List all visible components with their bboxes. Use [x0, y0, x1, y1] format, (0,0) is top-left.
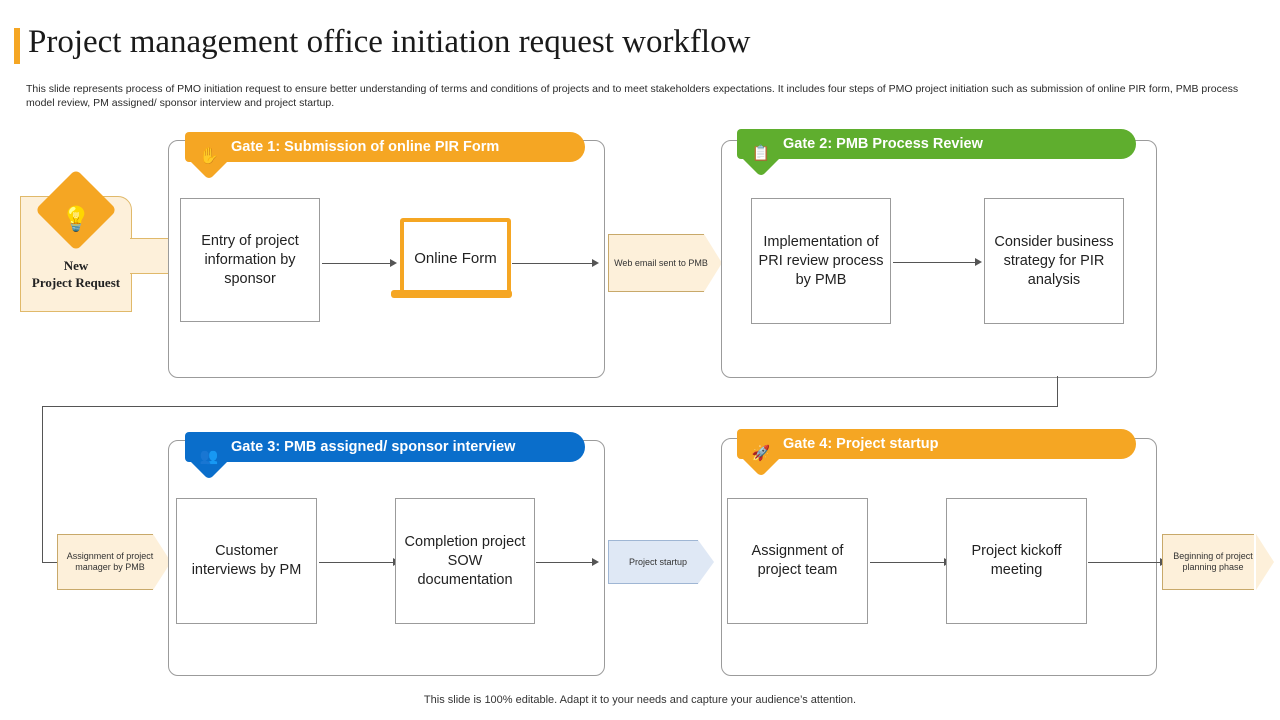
route-gate3-down	[42, 406, 43, 562]
gate2-arrow-head	[975, 258, 982, 266]
connector-web-email-tip	[704, 234, 722, 292]
gate1-step-2-label: Online Form	[414, 249, 497, 267]
rocket-icon: 🚀	[751, 445, 771, 462]
gate2-title: Gate 2: PMB Process Review	[783, 136, 983, 152]
gate4-step-1: Assignment of project team	[727, 498, 868, 624]
hand-click-icon: ✋	[199, 148, 219, 165]
start-arrow-body	[130, 238, 169, 274]
gate1-arrow-2-head	[592, 259, 599, 267]
connector-project-startup-tip	[698, 540, 714, 584]
gate4-ribbon[interactable]: Gate 4: Project startup	[737, 429, 1136, 459]
gate4-title: Gate 4: Project startup	[783, 436, 939, 452]
gate3-step-2-label: Completion project SOW documentation	[404, 533, 526, 588]
gate1-arrow-1-head	[390, 259, 397, 267]
gate4-step-2-label: Project kickoff meeting	[971, 543, 1062, 578]
gate3-ribbon[interactable]: Gate 3: PMB assigned/ sponsor interview	[185, 432, 585, 462]
gate3-step-2: Completion project SOW documentation	[395, 498, 535, 624]
route-gate3-in	[42, 562, 58, 563]
page-subtitle: This slide represents process of PMO ini…	[26, 83, 1239, 109]
route-gate2-down	[1057, 376, 1058, 406]
gate2-step-1: Implementation of PRI review process by …	[751, 198, 891, 324]
connector-web-email-label: Web email sent to PMB	[614, 257, 708, 268]
start-label: New Project Request	[21, 257, 131, 291]
gate4-step-1-label: Assignment of project team	[751, 543, 844, 578]
connector-assignment-tip	[153, 534, 171, 590]
lightbulb-icon: 💡	[61, 206, 91, 233]
gate3-arrow-2-head	[592, 558, 599, 566]
connector-web-email: Web email sent to PMB	[608, 234, 722, 292]
gate4-arrow-2-line	[1088, 562, 1160, 563]
gate2-step-2-label: Consider business strategy for PIR analy…	[994, 233, 1114, 288]
gate3-step-1-label: Customer interviews by PM	[191, 543, 302, 578]
gate2-step-2: Consider business strategy for PIR analy…	[984, 198, 1124, 324]
gate1-arrow-2-line	[512, 263, 592, 264]
start-label-line2: Project Request	[31, 275, 121, 290]
checklist-icon: 📋	[751, 145, 771, 162]
route-gate2-left	[42, 406, 1058, 407]
people-icon: 👥	[199, 448, 219, 465]
gate2-step-1-label: Implementation of PRI review process by …	[758, 233, 884, 288]
gate3-arrow-1-line	[319, 562, 393, 563]
gate3-arrow-2-line	[536, 562, 592, 563]
slide-footer: This slide is 100% editable. Adapt it to…	[423, 694, 857, 706]
gate2-arrow-line	[893, 262, 975, 263]
gate4-arrow-1-line	[870, 562, 944, 563]
gate1-title: Gate 1: Submission of online PIR Form	[231, 139, 500, 155]
connector-beginning-tip	[1256, 534, 1274, 590]
gate3-step-1: Customer interviews by PM	[176, 498, 317, 624]
gate1-arrow-1-line	[322, 263, 390, 264]
connector-project-startup-body	[608, 540, 698, 584]
gate1-laptop-screen: Online Form	[400, 218, 511, 298]
page-title: Project management office initiation req…	[28, 24, 751, 60]
connector-beginning-label: Beginning of project planning phase	[1173, 551, 1253, 572]
gate1-step-1: Entry of project information by sponsor	[180, 198, 320, 322]
connector-web-email-body	[608, 234, 704, 292]
connector-assignment-body	[57, 534, 153, 590]
title-accent-bar	[14, 28, 20, 64]
connector-assignment-label: Assignment of project manager by PMB	[66, 551, 154, 572]
gate1-step-1-label: Entry of project information by sponsor	[201, 232, 299, 287]
gate2-ribbon[interactable]: Gate 2: PMB Process Review	[737, 129, 1136, 159]
connector-assignment: Assignment of project manager by PMB	[57, 534, 171, 590]
connector-project-startup: Project startup	[608, 540, 714, 584]
gate4-step-2: Project kickoff meeting	[946, 498, 1087, 624]
start-node: 💡 New Project Request	[20, 168, 132, 312]
gate3-title: Gate 3: PMB assigned/ sponsor interview	[231, 439, 516, 455]
connector-beginning: Beginning of project planning phase	[1162, 534, 1274, 590]
connector-beginning-body	[1162, 534, 1254, 590]
gate1-laptop-base	[391, 290, 512, 298]
connector-project-startup-label: Project startup	[628, 556, 688, 567]
gate1-ribbon[interactable]: Gate 1: Submission of online PIR Form	[185, 132, 585, 162]
start-label-line1: New	[63, 258, 89, 273]
